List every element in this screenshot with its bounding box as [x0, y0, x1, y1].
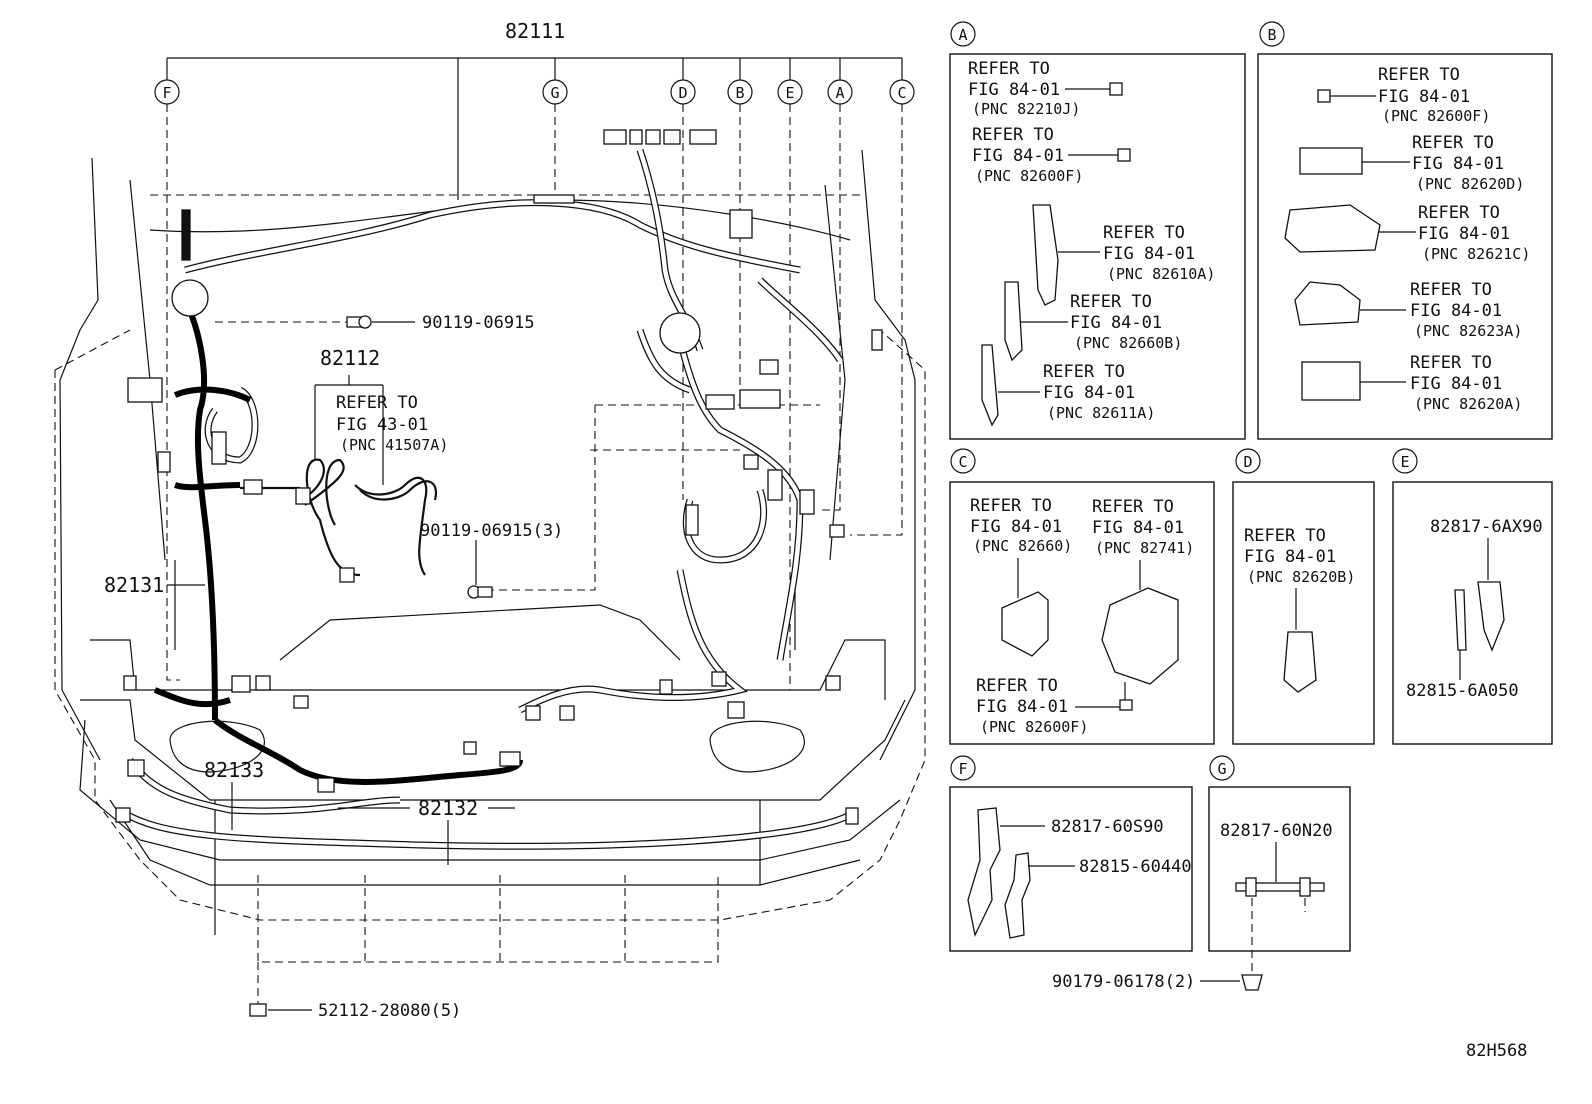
panel-b-ref2-line1: REFER TO [1412, 133, 1494, 153]
refer-43-line1: REFER TO [336, 393, 418, 413]
bolt-mid-label: 90119-06915(3) [420, 521, 563, 541]
panel-e-label: E [1400, 453, 1409, 471]
panel-a-ref3-line3: (PNC 82610A) [1107, 265, 1215, 283]
panel-d-ref1-line3: (PNC 82620B) [1247, 568, 1355, 586]
panel-a-ref2-line3: (PNC 82600F) [975, 167, 1083, 185]
panel-e-part1: 82817-6AX90 [1430, 517, 1543, 537]
panel-b-ref4-line3: (PNC 82623A) [1414, 322, 1522, 340]
part-82111-label: 82111 [505, 19, 565, 43]
panel-b: B REFER TO FIG 84-01 (PNC 82600F) REFER … [1257, 21, 1553, 440]
panel-f-label: F [958, 760, 967, 778]
panel-a-ref3-line1: REFER TO [1103, 223, 1185, 243]
refer-43-line3: (PNC 41507A) [340, 436, 448, 454]
panel-b-ref5-line1: REFER TO [1410, 353, 1492, 373]
panel-b-ref2-line2: FIG 84-01 [1412, 154, 1504, 174]
panel-c-ref3-line3: (PNC 82600F) [980, 718, 1088, 736]
panel-b-ref2-line3: (PNC 82620D) [1416, 175, 1524, 193]
panel-a-ref5-line2: FIG 84-01 [1043, 383, 1135, 403]
panel-f: F 82817-60S90 82815-60440 [949, 755, 1193, 952]
panel-d-ref1-line2: FIG 84-01 [1244, 547, 1336, 567]
clamp-bottom-label: 52112-28080(5) [318, 1001, 461, 1021]
panel-d-ref1-line1: REFER TO [1244, 526, 1326, 546]
panel-c-ref2-line2: FIG 84-01 [1092, 518, 1184, 538]
callout-c: C [897, 84, 906, 102]
part-82131-label: 82131 [104, 573, 164, 597]
panel-c-ref1-line3: (PNC 82660) [973, 537, 1072, 555]
engine-bay-drawing: F G D B E A C 82111 82112 82131 82133 82… [54, 19, 926, 1021]
callout-e: E [785, 84, 794, 102]
callout-a: A [835, 84, 844, 102]
panel-b-ref4-line2: FIG 84-01 [1410, 301, 1502, 321]
panel-a-ref2-line2: FIG 84-01 [972, 146, 1064, 166]
panel-f-part2: 82815-60440 [1079, 857, 1192, 877]
callout-f: F [162, 84, 171, 102]
panel-d-label: D [1243, 453, 1252, 471]
bolt-icon [346, 315, 415, 329]
panel-c-ref1-line1: REFER TO [970, 496, 1052, 516]
panel-c-ref3-line2: FIG 84-01 [976, 697, 1068, 717]
panel-a-ref4-line2: FIG 84-01 [1070, 313, 1162, 333]
panel-g-clip: 90179-06178(2) [1052, 972, 1195, 992]
panel-c-ref3-line1: REFER TO [976, 676, 1058, 696]
panel-a-ref5-line3: (PNC 82611A) [1047, 404, 1155, 422]
panel-b-ref5-line3: (PNC 82620A) [1414, 395, 1522, 413]
panel-c-ref1-line2: FIG 84-01 [970, 517, 1062, 537]
callout-g: G [550, 84, 559, 102]
callout-d: D [678, 84, 687, 102]
panel-a-ref3-line2: FIG 84-01 [1103, 244, 1195, 264]
callout-circles [154, 79, 915, 105]
panel-b-ref5-line2: FIG 84-01 [1410, 374, 1502, 394]
panel-d: D REFER TO FIG 84-01 (PNC 82620B) [1232, 448, 1375, 745]
panel-b-ref4-line1: REFER TO [1410, 280, 1492, 300]
panel-b-ref1-line2: FIG 84-01 [1378, 87, 1470, 107]
panel-a-ref4-line3: (PNC 82660B) [1074, 334, 1182, 352]
panel-b-ref3-line2: FIG 84-01 [1418, 224, 1510, 244]
bolt-top-label: 90119-06915 [422, 313, 535, 333]
panel-a: A REFER TO FIG 84-01 (PNC 82210J) REFER … [949, 21, 1246, 440]
bolt-icon [467, 540, 493, 599]
panel-g-part1: 82817-60N20 [1220, 821, 1333, 841]
panel-b-ref1-line1: REFER TO [1378, 65, 1460, 85]
panel-b-ref3-line1: REFER TO [1418, 203, 1500, 223]
panel-b-ref1-line3: (PNC 82600F) [1382, 107, 1490, 125]
part-82112-label: 82112 [320, 346, 380, 370]
panel-b-ref3-line3: (PNC 82621C) [1422, 245, 1530, 263]
panel-a-label: A [958, 26, 967, 44]
panel-a-ref5-line1: REFER TO [1043, 362, 1125, 382]
part-82133-label: 82133 [204, 758, 264, 782]
part-82132-label: 82132 [418, 796, 478, 820]
panel-f-part1: 82817-60S90 [1051, 817, 1164, 837]
panel-a-ref1-line3: (PNC 82210J) [972, 100, 1080, 118]
panel-a-ref2-line1: REFER TO [972, 125, 1054, 145]
panel-a-ref4-line1: REFER TO [1070, 292, 1152, 312]
panel-c: C REFER TO FIG 84-01 (PNC 82660) REFER T… [949, 448, 1215, 745]
panel-g-label: G [1217, 760, 1226, 778]
panel-a-ref1-line2: FIG 84-01 [968, 80, 1060, 100]
refer-43-line2: FIG 43-01 [336, 415, 428, 435]
diagram-id: 82H568 [1466, 1041, 1527, 1061]
panel-e-part2: 82815-6A050 [1406, 681, 1519, 701]
panel-c-ref2-line1: REFER TO [1092, 497, 1174, 517]
panel-a-ref1-line1: REFER TO [968, 59, 1050, 79]
panel-g: G 82817-60N20 90179-06178(2) [1052, 755, 1351, 992]
panel-b-label: B [1267, 26, 1276, 44]
panel-c-label: C [958, 453, 967, 471]
callout-b: B [735, 84, 744, 102]
panel-c-ref2-line3: (PNC 82741) [1095, 539, 1194, 557]
panel-e: E 82817-6AX90 82815-6A050 [1392, 448, 1553, 745]
